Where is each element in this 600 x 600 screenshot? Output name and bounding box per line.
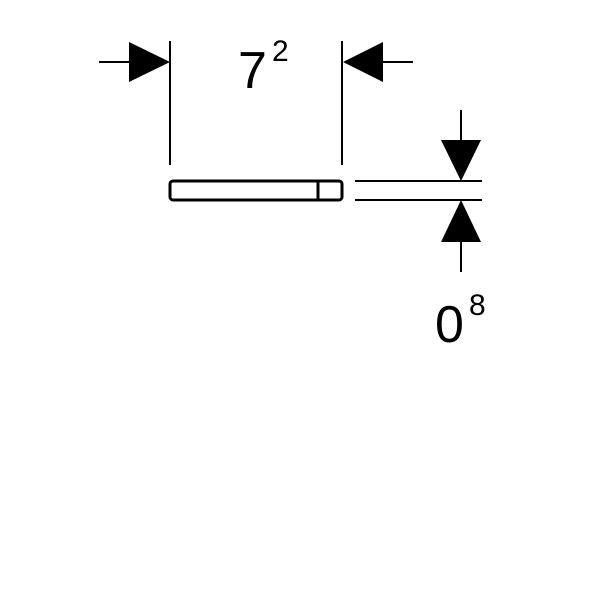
up-arrow-icon [441, 200, 481, 242]
part-bar [168, 179, 344, 202]
right-arrow-icon [343, 42, 383, 82]
thickness-value: 0 [435, 296, 464, 354]
part-profile [168, 179, 344, 202]
thickness-superscript: 8 [469, 289, 486, 322]
width-value: 7 [238, 42, 267, 100]
width-superscript: 2 [272, 35, 289, 68]
down-arrow-icon [441, 140, 481, 181]
thickness-dimension: 0 8 [355, 110, 486, 354]
width-dimension: 7 2 [99, 35, 413, 165]
left-arrow-icon [129, 42, 170, 82]
